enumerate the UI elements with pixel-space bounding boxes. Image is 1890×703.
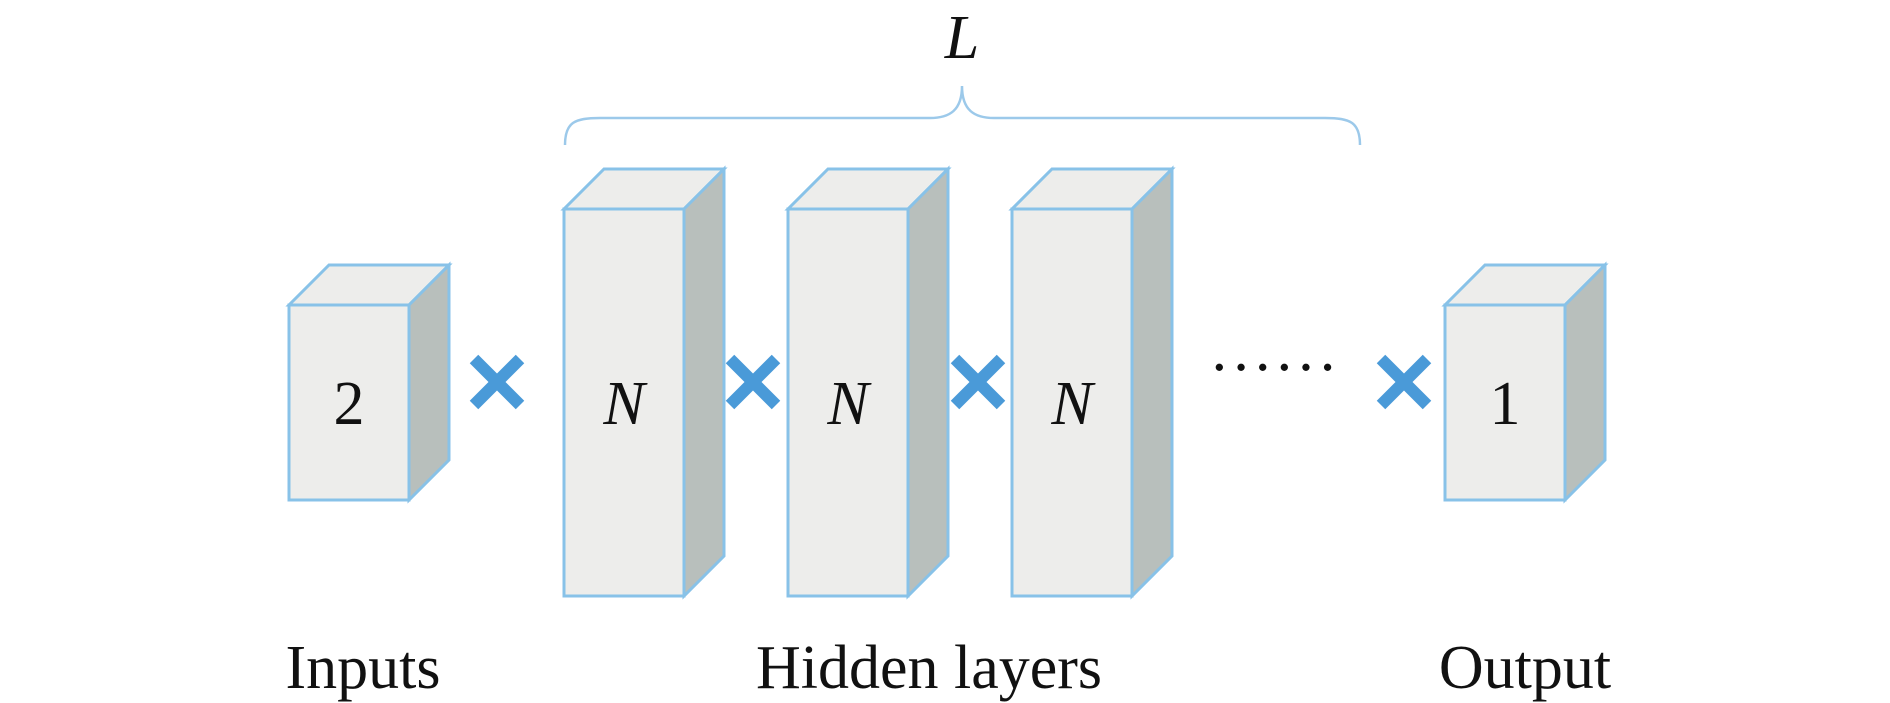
multiply-icon (469, 354, 525, 410)
hidden-layer-box: N (1008, 165, 1176, 600)
hidden-layer-box: N (560, 165, 728, 600)
more-layers-ellipsis: ······ (1209, 334, 1339, 402)
hidden-size-label: N (602, 370, 648, 438)
output-size-label: 1 (1490, 370, 1521, 438)
hidden-layers-brace (563, 85, 1362, 146)
span-label: L (944, 4, 979, 72)
inputs-caption: Inputs (286, 634, 441, 702)
hidden-layer-box: N (784, 165, 952, 600)
multiply-icon (1376, 354, 1432, 410)
hidden-layers-caption: Hidden layers (756, 634, 1102, 702)
output-caption: Output (1439, 634, 1611, 702)
input-size-label: 2 (334, 370, 365, 438)
multiply-icon (725, 354, 781, 410)
input-layer-box: 2 (285, 261, 453, 504)
multiply-icon (950, 354, 1006, 410)
hidden-size-label: N (826, 370, 872, 438)
hidden-size-label: N (1050, 370, 1096, 438)
output-layer-box: 1 (1441, 261, 1609, 504)
